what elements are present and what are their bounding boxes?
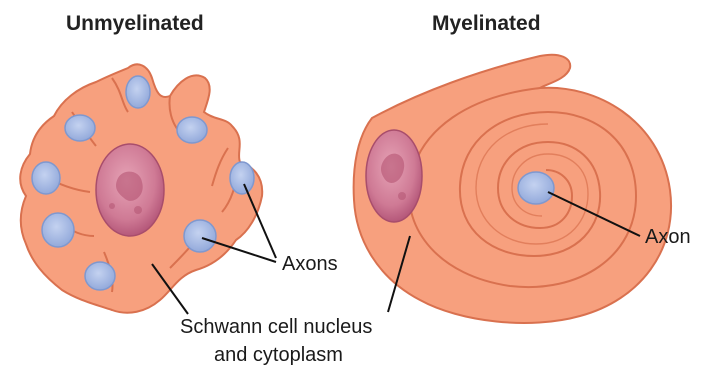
- title-myelinated: Myelinated: [432, 12, 541, 36]
- label-axons: Axons: [282, 253, 338, 276]
- label-schwann-line1: Schwann cell nucleus: [180, 316, 372, 339]
- axon: [177, 117, 207, 143]
- label-schwann-line2: and cytoplasm: [214, 344, 343, 367]
- axon: [126, 76, 150, 108]
- axon: [42, 213, 74, 247]
- axon: [184, 220, 216, 252]
- axon: [230, 162, 254, 194]
- myelinated-schwann-cell: [354, 55, 671, 323]
- axon: [65, 115, 95, 141]
- myelinated-axon: [518, 172, 554, 204]
- unmyelinated-schwann-cell: [20, 64, 262, 312]
- axon: [32, 162, 60, 194]
- label-axon: Axon: [645, 226, 691, 249]
- title-unmyelinated: Unmyelinated: [66, 12, 204, 36]
- axon: [85, 262, 115, 290]
